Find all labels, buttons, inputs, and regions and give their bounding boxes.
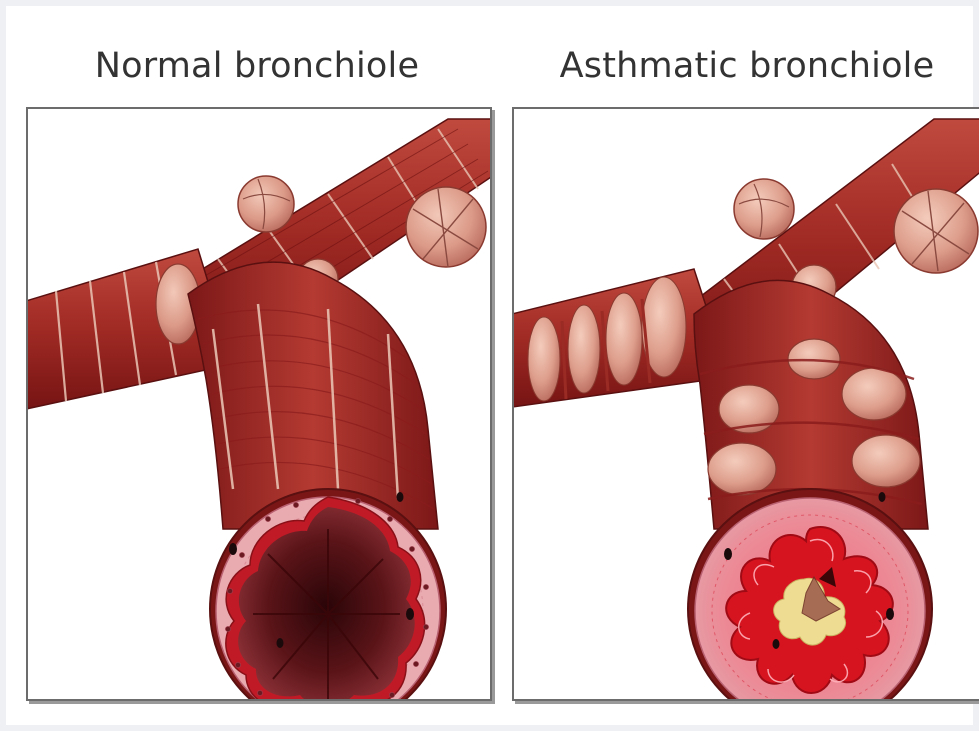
asthmatic-bronchiole-panel — [512, 107, 979, 701]
asthmatic-bronchiole-illustration — [514, 109, 979, 699]
asthmatic-bronchiole-title: Asthmatic bronchiole — [512, 46, 979, 96]
normal-bronchiole-illustration — [28, 109, 490, 699]
normal-bronchiole-title: Normal bronchiole — [24, 46, 490, 96]
figure-background: Normal bronchiole Asthmatic bronchiole — [6, 6, 973, 725]
normal-bronchiole-panel — [26, 107, 492, 701]
